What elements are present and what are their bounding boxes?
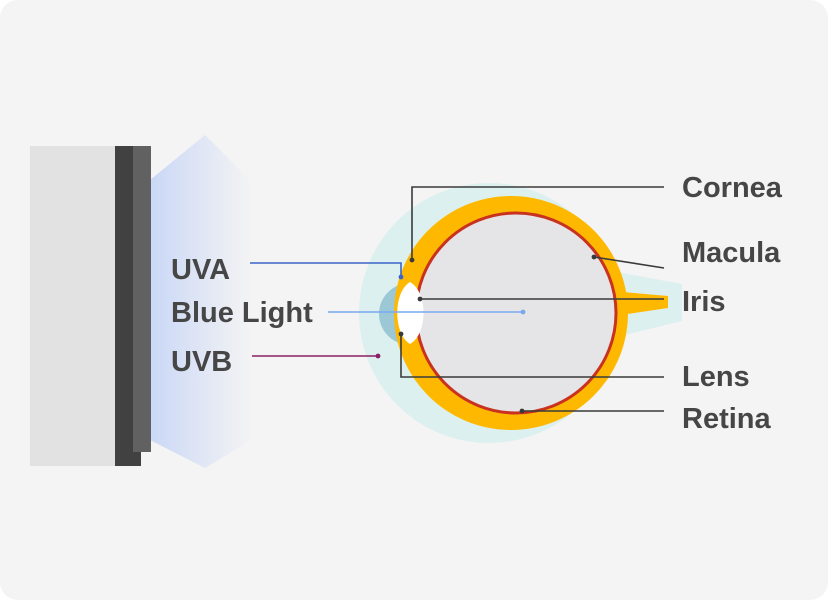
uva-label: UVA — [171, 254, 230, 286]
lens-leader — [400, 334, 664, 378]
uvb-label: UVB — [171, 346, 232, 378]
lens-leader-end — [398, 331, 404, 337]
iris-leader-end — [417, 296, 423, 302]
light-glow — [150, 135, 252, 468]
uva-ray — [250, 262, 402, 277]
lens — [397, 282, 424, 344]
eye — [359, 183, 682, 443]
screen — [30, 135, 252, 468]
leader-lines — [398, 186, 665, 414]
cornea-label: Cornea — [682, 172, 783, 204]
screen-face — [30, 146, 116, 466]
retina-leader-end — [519, 408, 525, 414]
uva-ray-end — [398, 274, 404, 280]
light-rays — [250, 262, 526, 359]
blue-light-label: Blue Light — [171, 297, 313, 329]
retina — [414, 211, 618, 415]
macula-leader-end — [591, 254, 597, 260]
screen-edge — [133, 146, 151, 452]
cornea-leader — [411, 186, 664, 260]
macula-label: Macula — [682, 237, 781, 269]
uvb-ray-end — [375, 353, 381, 359]
blue-light-ray-end — [520, 309, 526, 315]
cornea-leader-end — [409, 257, 415, 263]
lens-label: Lens — [682, 361, 750, 393]
retina-label: Retina — [682, 403, 772, 435]
iris-label: Iris — [682, 286, 726, 318]
macula-leader — [593, 256, 665, 269]
